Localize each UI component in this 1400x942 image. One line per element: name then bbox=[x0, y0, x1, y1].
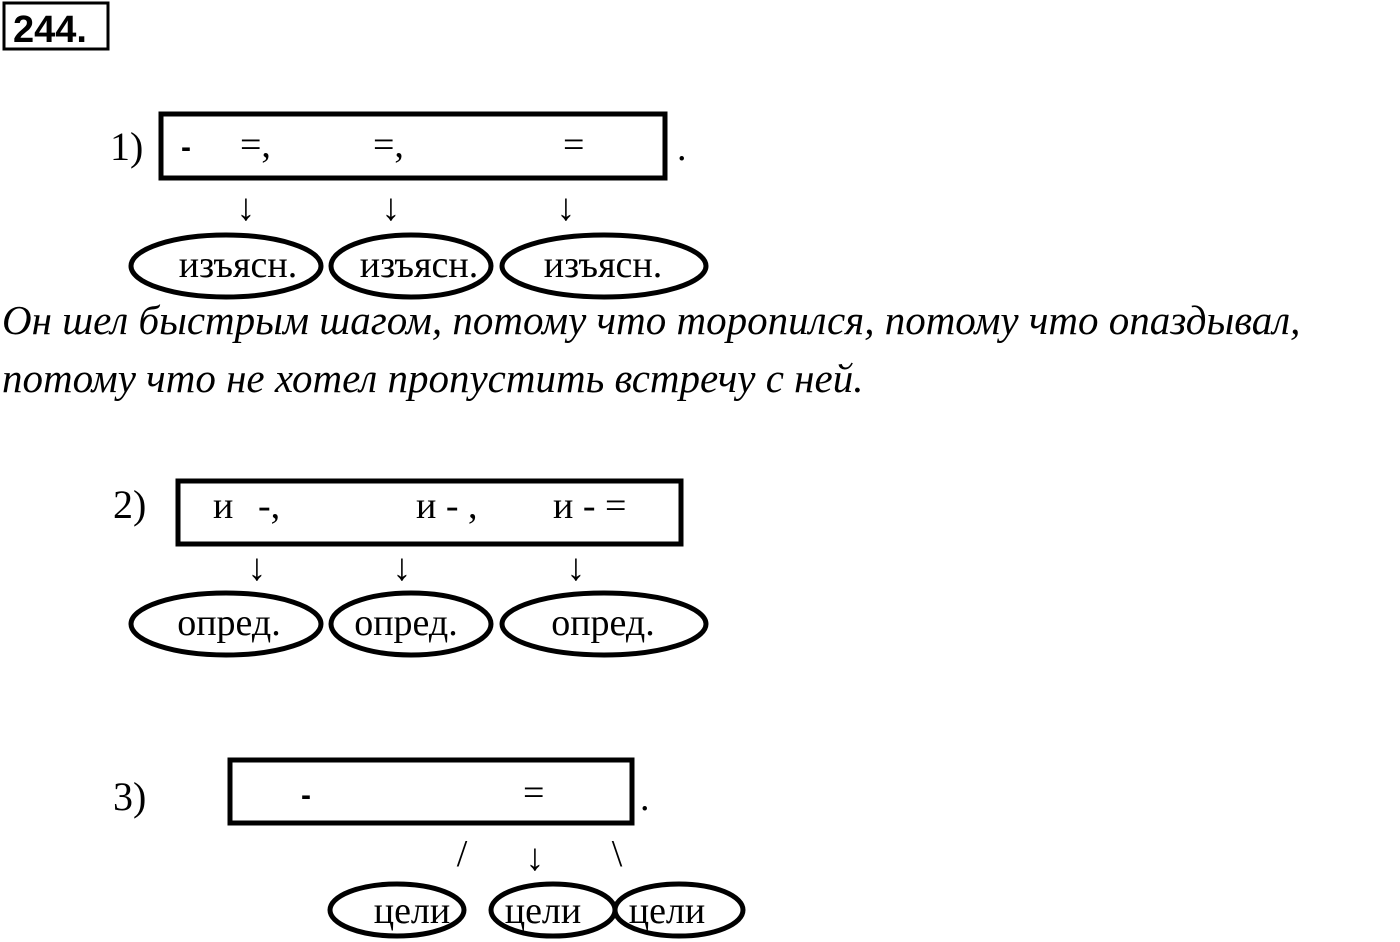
scheme-3-oval-3-text: цели bbox=[629, 890, 706, 932]
scheme-2: 2) и -, и - , и - = ↓ ↓ ↓ опред. опред. … bbox=[113, 478, 709, 658]
scheme-3-oval-2-text: цели bbox=[505, 890, 582, 932]
scheme-1-arrow-3: ↓ bbox=[557, 187, 576, 229]
scheme-3-oval-1 bbox=[327, 881, 467, 939]
scheme-2-oval-2-text: опред. bbox=[354, 602, 458, 644]
scheme-3-predicate-mark: = bbox=[523, 772, 544, 814]
scheme-1-trailing-period: . bbox=[677, 127, 687, 169]
example-sentence-line-1: Он шел быстрым шагом, потому что торопил… bbox=[2, 297, 1300, 343]
scheme-1-arrow-1: ↓ bbox=[237, 187, 256, 229]
scheme-1-oval-3 bbox=[499, 232, 709, 300]
scheme-3-subject-mark: - bbox=[301, 779, 311, 812]
scheme-3-oval-3 bbox=[612, 881, 746, 939]
scheme-1-oval-3-text: изъясн. bbox=[544, 244, 663, 286]
scheme-2-label: 2) bbox=[113, 482, 146, 527]
scheme-1-oval-1 bbox=[128, 232, 324, 300]
scheme-2-subject-mark-3: и - = bbox=[553, 485, 626, 527]
scheme-3: 3) - = . / ↓ \ цели цели цели bbox=[113, 757, 746, 939]
scheme-1-predicate-mark-1: =, bbox=[240, 124, 271, 166]
scheme-1-predicate-mark-2: =, bbox=[373, 124, 404, 166]
scheme-2-conjunction: и bbox=[213, 485, 233, 527]
scheme-3-connector-right: \ bbox=[612, 833, 623, 875]
scheme-1-oval-2-text: изъясн. bbox=[360, 244, 479, 286]
exercise-number: 244. bbox=[13, 9, 87, 51]
scheme-2-oval-3 bbox=[499, 590, 709, 658]
scheme-1-oval-1-text: изъясн. bbox=[179, 244, 298, 286]
example-sentence-line-2: потому что не хотел пропустить встречу с… bbox=[2, 355, 863, 401]
scheme-2-arrow-3: ↓ bbox=[567, 547, 586, 589]
scheme-3-oval-1-text: цели bbox=[374, 890, 451, 932]
scheme-1-oval-2 bbox=[328, 232, 494, 300]
scheme-1: 1) - =, =, = . ↓ ↓ ↓ изъясн. изъясн. изъ… bbox=[110, 111, 709, 300]
scheme-2-oval-1-text: опред. bbox=[177, 602, 281, 644]
scheme-1-main-clause-box bbox=[158, 111, 668, 181]
scheme-3-connector-left: / bbox=[457, 833, 468, 875]
scheme-2-arrow-1: ↓ bbox=[248, 547, 267, 589]
scheme-2-oval-3-text: опред. bbox=[551, 602, 655, 644]
scheme-2-oval-2 bbox=[328, 590, 494, 658]
exercise-number-frame bbox=[2, 1, 110, 51]
scheme-2-subject-mark-2: и - , bbox=[416, 485, 478, 527]
scheme-2-arrow-2: ↓ bbox=[393, 547, 412, 589]
scheme-2-subject-mark-1: -, bbox=[258, 485, 280, 527]
scheme-2-main-clause-box bbox=[175, 478, 684, 547]
scheme-3-arrow-center: ↓ bbox=[526, 837, 545, 879]
scheme-2-oval-1 bbox=[128, 590, 324, 658]
scheme-3-label: 3) bbox=[113, 774, 146, 819]
scheme-1-subject-mark: - bbox=[181, 131, 191, 164]
scheme-1-arrow-2: ↓ bbox=[382, 187, 401, 229]
scheme-1-predicate-mark-3: = bbox=[563, 124, 584, 166]
scheme-3-main-clause-box bbox=[227, 757, 635, 826]
scheme-3-trailing-period: . bbox=[640, 777, 650, 819]
scheme-1-label: 1) bbox=[110, 124, 143, 169]
